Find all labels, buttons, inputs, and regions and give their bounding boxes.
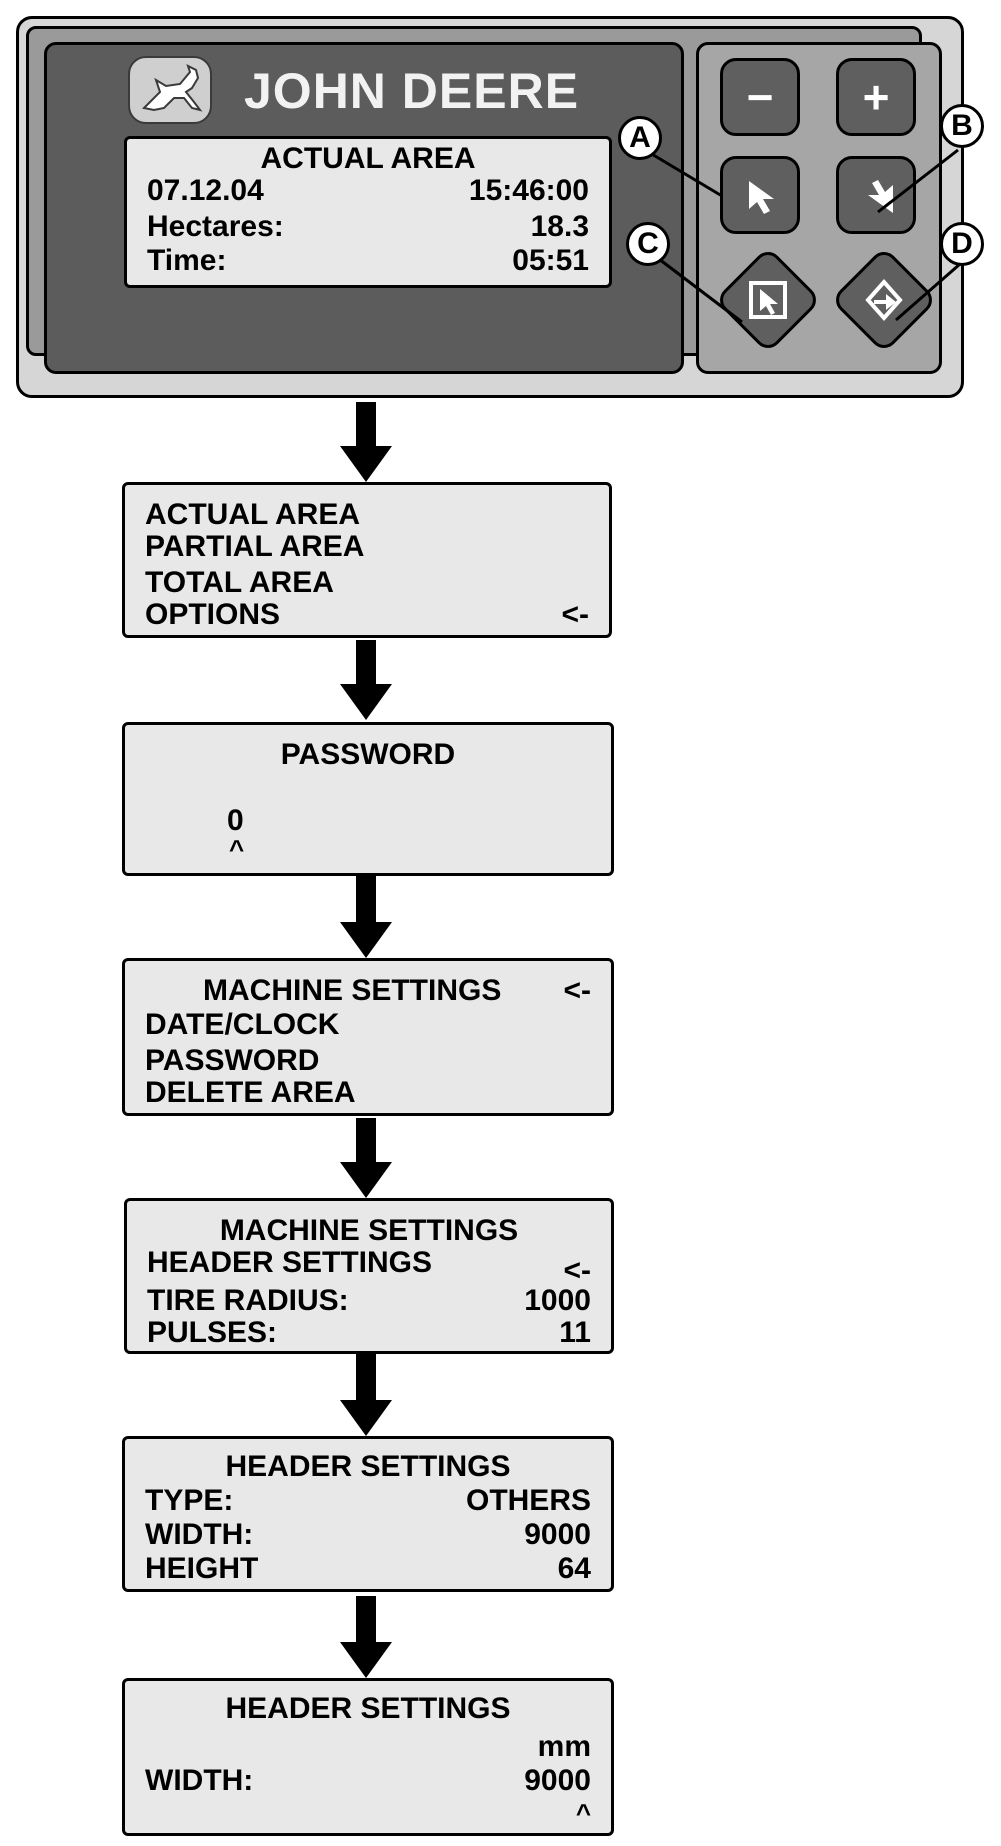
hectares-value: 18.3 <box>530 210 589 243</box>
console-screen: ACTUAL AREA 07.12.04 15:46:00 Hectares: … <box>124 136 612 288</box>
menu-item-machine-settings: MACHINE SETTINGS <box>203 974 502 1007</box>
minus-label: − <box>746 71 774 123</box>
menu-item-options: OPTIONS <box>145 598 281 631</box>
menu-item-partial-area: PARTIAL AREA <box>145 530 365 563</box>
screen-machine-settings: MACHINE SETTINGS HEADER SETTINGS <- TIRE… <box>124 1198 614 1354</box>
machine-settings-cursor: <- <box>563 1254 591 1287</box>
menu-item-date-clock: DATE/CLOCK <box>145 1008 340 1041</box>
date-readout: 07.12.04 <box>147 174 264 207</box>
clock-readout: 15:46:00 <box>468 174 589 207</box>
screen-password: PASSWORD 0 ^ <box>122 722 614 876</box>
flow-arrow-4 <box>340 1118 392 1198</box>
type-label: TYPE: <box>145 1484 234 1517</box>
callout-b: B <box>940 104 984 148</box>
header-settings-item: HEADER SETTINGS <box>147 1246 433 1279</box>
flow-arrow-6 <box>340 1596 392 1678</box>
plus-button[interactable]: + <box>836 58 916 136</box>
height-label: HEIGHT <box>145 1552 259 1585</box>
height-value: 64 <box>557 1552 591 1585</box>
cursor-up-left-icon <box>749 181 774 214</box>
menu-item-total-area: TOTAL AREA <box>145 566 334 599</box>
flow-arrow-1 <box>340 402 392 482</box>
menu-item-actual-area: ACTUAL AREA <box>145 498 360 531</box>
select-enter-icon <box>749 281 787 319</box>
screen-title: ACTUAL AREA <box>260 142 476 175</box>
leaping-deer-icon <box>128 56 212 124</box>
machine-settings-title: MACHINE SETTINGS <box>219 1214 519 1247</box>
width-value: 9000 <box>524 1518 591 1551</box>
plus-label: + <box>862 71 890 123</box>
menu-item-delete-area: DELETE AREA <box>145 1076 356 1109</box>
flow-arrow-3 <box>340 876 392 958</box>
password-caret: ^ <box>229 834 245 864</box>
screen-header-width-edit: HEADER SETTINGS mm WIDTH: 9000 ^ <box>122 1678 614 1836</box>
tire-radius-label: TIRE RADIUS: <box>147 1284 349 1317</box>
width-label: WIDTH: <box>145 1518 254 1551</box>
menu-cursor: <- <box>561 598 589 631</box>
screen-header-settings: HEADER SETTINGS TYPE: OTHERS WIDTH: 9000… <box>122 1436 614 1592</box>
callout-d: D <box>940 222 984 266</box>
time-label: Time: <box>147 244 227 277</box>
width-unit: mm <box>537 1730 591 1763</box>
pulses-value: 11 <box>559 1316 591 1349</box>
minus-button[interactable]: − <box>720 58 800 136</box>
tire-radius-value: 1000 <box>524 1284 591 1317</box>
pulses-label: PULSES: <box>147 1316 278 1349</box>
width-edit-title: HEADER SETTINGS <box>225 1692 511 1725</box>
width-edit-label: WIDTH: <box>145 1764 254 1797</box>
header-settings-title: HEADER SETTINGS <box>225 1450 511 1483</box>
screen-main-menu: ACTUAL AREA PARTIAL AREA TOTAL AREA OPTI… <box>122 482 612 638</box>
exit-return-icon <box>865 278 903 322</box>
callout-leaders <box>644 148 961 324</box>
type-value: OTHERS <box>465 1484 591 1517</box>
password-value: 0 <box>227 804 244 837</box>
callout-a: A <box>618 116 662 160</box>
callout-c: C <box>626 222 670 266</box>
width-edit-caret: ^ <box>575 1798 591 1828</box>
screen-machine-menu: MACHINE SETTINGS <- DATE/CLOCK PASSWORD … <box>122 958 614 1116</box>
width-edit-value: 9000 <box>524 1764 591 1797</box>
time-value: 05:51 <box>512 244 589 277</box>
password-title: PASSWORD <box>280 738 456 771</box>
machine-menu-cursor: <- <box>563 974 591 1007</box>
hectares-label: Hectares: <box>147 210 284 243</box>
brand-name: JOHN DEERE <box>244 63 580 119</box>
flow-arrow-5 <box>340 1354 392 1436</box>
menu-item-password: PASSWORD <box>145 1044 320 1077</box>
flow-arrow-2 <box>340 640 392 720</box>
